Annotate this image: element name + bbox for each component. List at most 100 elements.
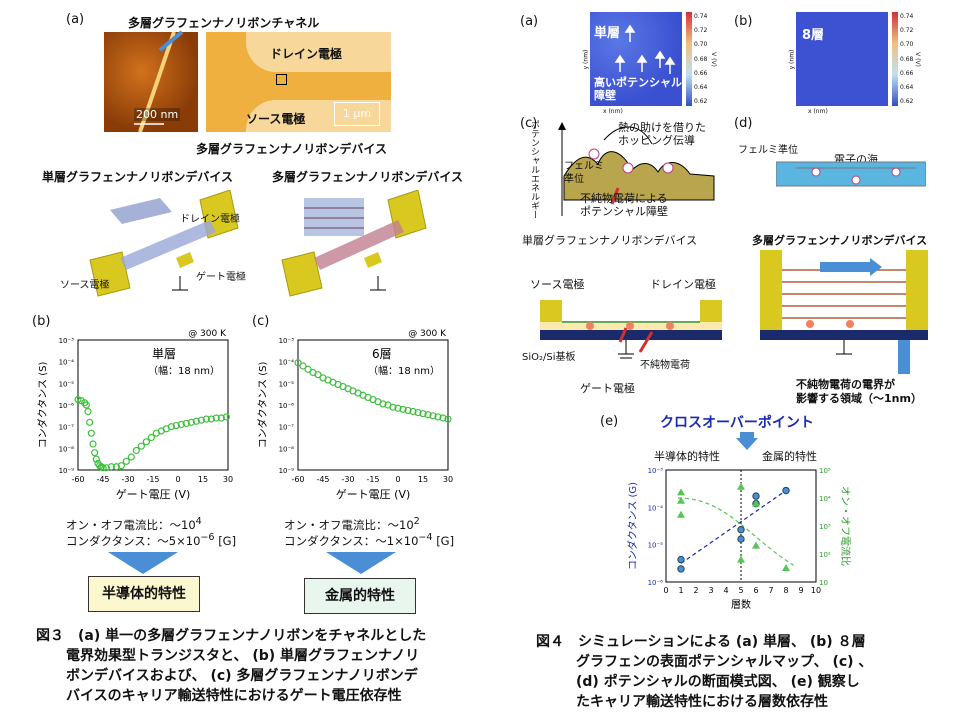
y-tick-label-right: 10² [819,551,831,559]
energy-axis-label: ポテンシャルエネルギー [529,120,539,219]
ratio-point [752,499,760,507]
potential-map-single: 単層 高いポテンシャル障壁 [590,12,682,106]
y-tick-label-right: 10³ [819,523,831,531]
data-point [379,400,387,408]
y-tick-label-right: 10⁴ [819,495,831,503]
conductance-trend [680,490,787,564]
barrier-label: 高いポテンシャル障壁 [594,76,682,102]
data-point [84,407,92,416]
y-tick-label: 10⁻⁶ [59,402,75,410]
y-tick-label: 10⁻⁸ [59,445,75,453]
single-device-schematic [89,190,239,297]
x-tick-label: -60 [71,475,84,484]
y-axis-label-left: コンダクタンス (G) [626,482,639,570]
down-arrow-icon [736,432,758,450]
fig4-single-title: 単層グラフェンナノリボンデバイス [522,234,698,247]
sem-drain-label: ドレイン電極 [270,47,343,61]
potential-map-multi: 8層 [796,12,888,106]
x-tick-label: -15 [366,475,379,484]
data-point [74,395,82,404]
sem-scalebar-label: 1 μm [334,102,380,126]
y-tick-label: 10⁻³ [59,337,75,345]
fig3-panel-a-label: (a) [66,12,85,27]
colorbar-b [892,12,898,106]
xsec-drain-label: ドレイン電極 [650,278,716,291]
plot-frame [297,339,449,471]
data-point [137,442,145,450]
data-point [112,463,120,471]
substrate-label: SiO₂/Si基板 [522,352,576,363]
map-b-ylabel: y (nm) [788,49,796,70]
x-tick-label: -45 [316,475,329,484]
y-tick-label: 10⁻⁹ [59,467,75,475]
ratio-point [737,555,745,563]
y-axis-label: コンダクタンス (S) [36,362,49,449]
sem-image: ドレイン電極 ソース電極 1 μm [206,32,391,132]
single-drain-label: ドレイン電極 [180,214,240,225]
data-point [147,433,155,442]
fig3-caption: 図３ (a) 単一の多層グラフェンナノリボンをチャネルとした 電界効果型トランジ… [36,628,427,704]
x-tick-label: 1 [678,586,683,595]
single-gate-label: ゲート電極 [196,272,246,283]
cbar-a-label: V (V) [709,52,717,67]
data-point [217,414,225,422]
x-tick-label: -30 [121,475,134,484]
map-multi-title: 8層 [802,28,825,43]
x-axis-label: ゲート電圧 (V) [116,488,191,501]
metallic-result: 金属的特性 [304,578,416,614]
data-point [142,438,150,446]
single-cross-section [540,300,722,359]
fermi-label-d: フェルミ準位 [738,145,798,156]
multi-device-title: 多層グラフェンナノリボンデバイス [272,170,464,184]
single-conductance: コンダクタンス：～5×10−6 [G] [66,532,237,548]
ratio-point [677,488,685,496]
fig3-panel-c-label: (c) [252,314,270,329]
y-tick-label: 10⁻⁶ [279,402,295,410]
y-tick-label-left: 10⁻⁵ [648,542,664,550]
metal-region-label: 金属的特性 [762,450,817,463]
x-tick-label: 10 [811,586,821,595]
y-axis-label: コンダクタンス (S) [256,362,269,449]
six-onoff-ratio: オン・オフ電流比：～102 [284,516,420,532]
fig3-panel-b-label: (b) [32,314,51,329]
y-tick-label: 10⁻⁵ [279,380,295,388]
x-tick-label: -60 [291,475,304,484]
data-point [91,449,99,457]
data-point [419,410,427,418]
data-point [167,423,175,431]
data-point [439,414,447,422]
fig4-panel-a-label: (a) [520,14,539,29]
single-onoff-ratio: オン・オフ電流比：～104 [66,516,202,532]
fig4-caption: 図４ シミュレーションによる (a) 単層、 (b) ８層 グラフェンの表面ポテ… [536,634,873,710]
chart-title: 6層 [372,347,392,361]
map-b-xlabel: x (nm) [808,108,828,115]
ratio-point [737,482,745,490]
data-point [434,413,442,421]
data-point [192,417,200,425]
ratio-trend [677,497,794,566]
crossover-title: クロスオーバーポイント [660,415,814,431]
y-tick-label: 10⁻⁹ [279,467,295,475]
fermi-label-c: フェルミ準位 [564,161,604,185]
x-tick-label: -30 [341,475,354,484]
x-tick-label: 2 [693,586,698,595]
data-point [299,362,307,370]
data-point [202,415,210,423]
x-tick-label: 30 [443,475,453,484]
y-tick-label: 10⁻⁴ [59,359,75,367]
cbar-b-label: V (V) [913,52,921,67]
electron-sea-diagram [776,161,926,187]
data-point [399,405,407,413]
conductance-point [782,486,790,495]
fig4-panel-e-label: (e) [600,414,619,429]
hopping-label: 熱の助けを借りたホッピング伝導 [618,121,706,147]
y-tick-label-left: 10⁻⁶ [648,579,664,587]
chart-title: 単層 [152,347,176,361]
data-point [197,416,205,424]
xsec-source-label: ソース電極 [530,278,585,291]
conductance-point [752,492,760,500]
y-tick-label: 10⁻⁷ [279,424,295,432]
